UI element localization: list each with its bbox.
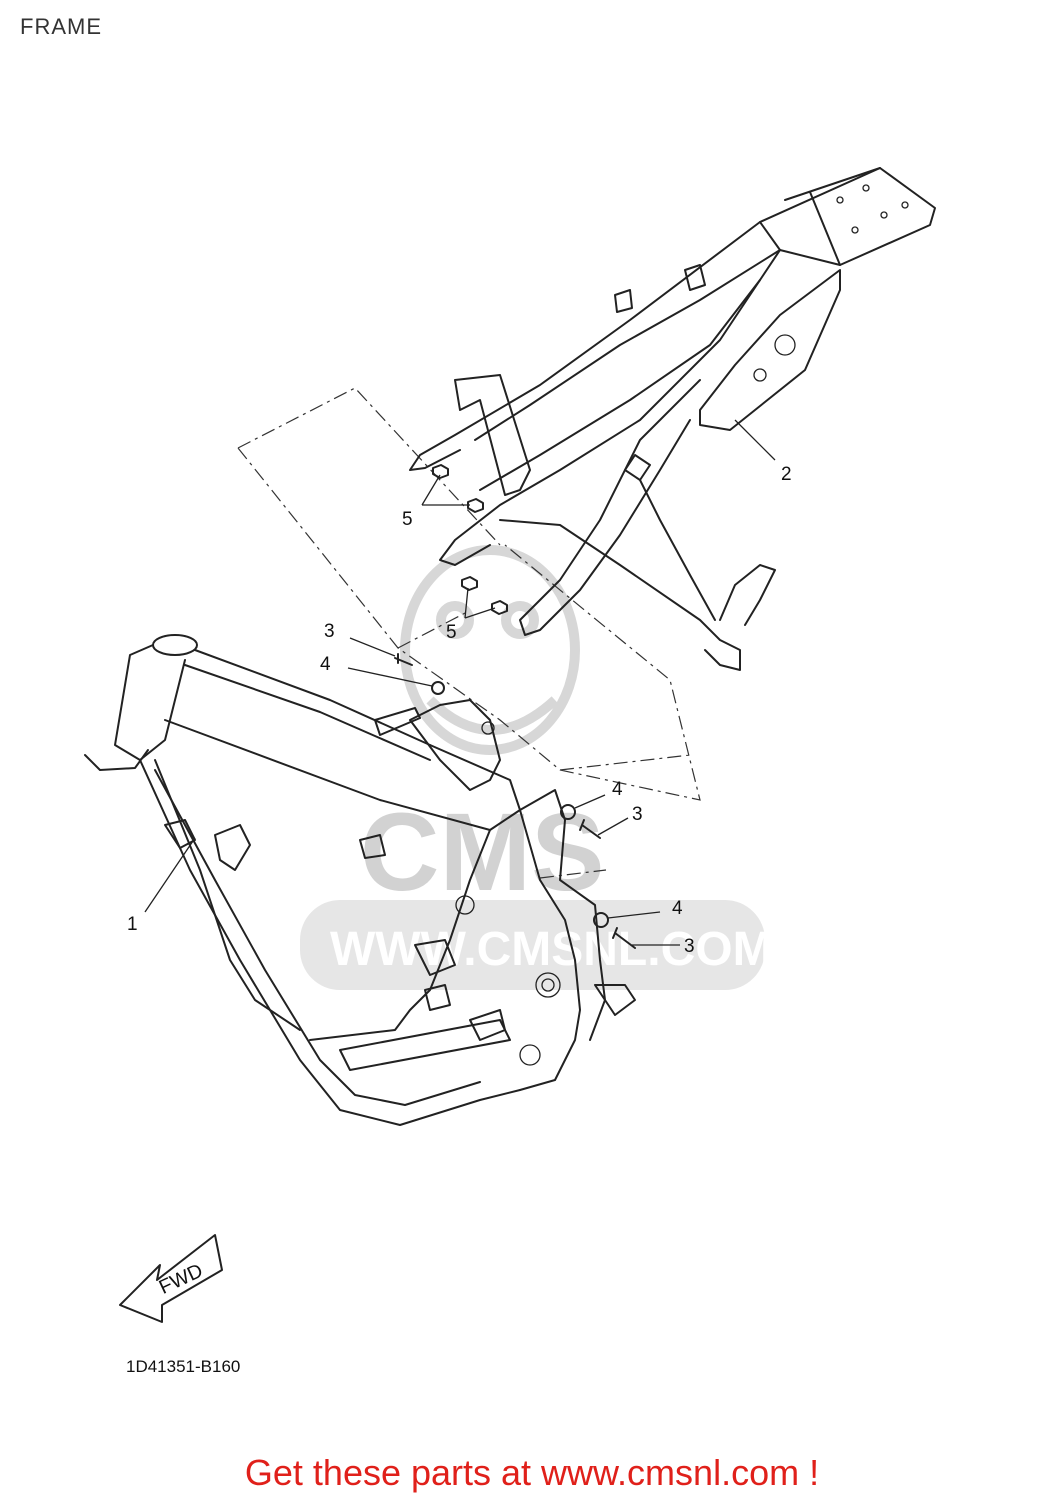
callout-3c: 3	[684, 936, 695, 957]
callout-3a: 3	[324, 621, 335, 642]
washer-mid-right	[560, 804, 576, 820]
callout-3b: 3	[632, 804, 643, 825]
callout-2: 2	[781, 464, 792, 485]
fwd-arrow-icon: FWD	[119, 1234, 223, 1323]
callout-1: 1	[127, 914, 138, 935]
bolt-upper-left	[394, 653, 413, 666]
leader-lines	[144, 419, 776, 946]
fasteners	[394, 464, 636, 949]
callout-5a: 5	[402, 509, 413, 530]
main-frame	[84, 634, 636, 1126]
watermark-brand: CMS	[360, 791, 604, 914]
promo-link[interactable]: Get these parts at www.cmsnl.com !	[244, 1452, 820, 1493]
callout-4b: 4	[612, 779, 623, 800]
callout-4c: 4	[672, 898, 683, 919]
washer-upper-left	[431, 681, 445, 695]
callout-5b: 5	[446, 622, 457, 643]
nut-lower-a	[461, 576, 478, 591]
watermark-logo: CMS WWW.CMSNL.COM	[300, 545, 773, 990]
callout-4a: 4	[320, 654, 331, 675]
assembly-guide-lines	[237, 387, 701, 879]
nut-upper-b	[467, 498, 484, 513]
washer-low-right	[593, 912, 609, 928]
diagram-code: 1D41351-B160	[126, 1357, 241, 1376]
bolt-mid-right	[579, 819, 601, 839]
page-title: FRAME	[20, 14, 102, 39]
nut-upper-a	[432, 464, 449, 479]
bolt-low-right	[612, 927, 636, 949]
watermark-url: WWW.CMSNL.COM	[330, 923, 773, 976]
callouts: 1 2 3 4 5 5 4 3 4 3	[127, 464, 792, 957]
rear-subframe	[409, 167, 936, 671]
nut-lower-b	[491, 600, 508, 615]
